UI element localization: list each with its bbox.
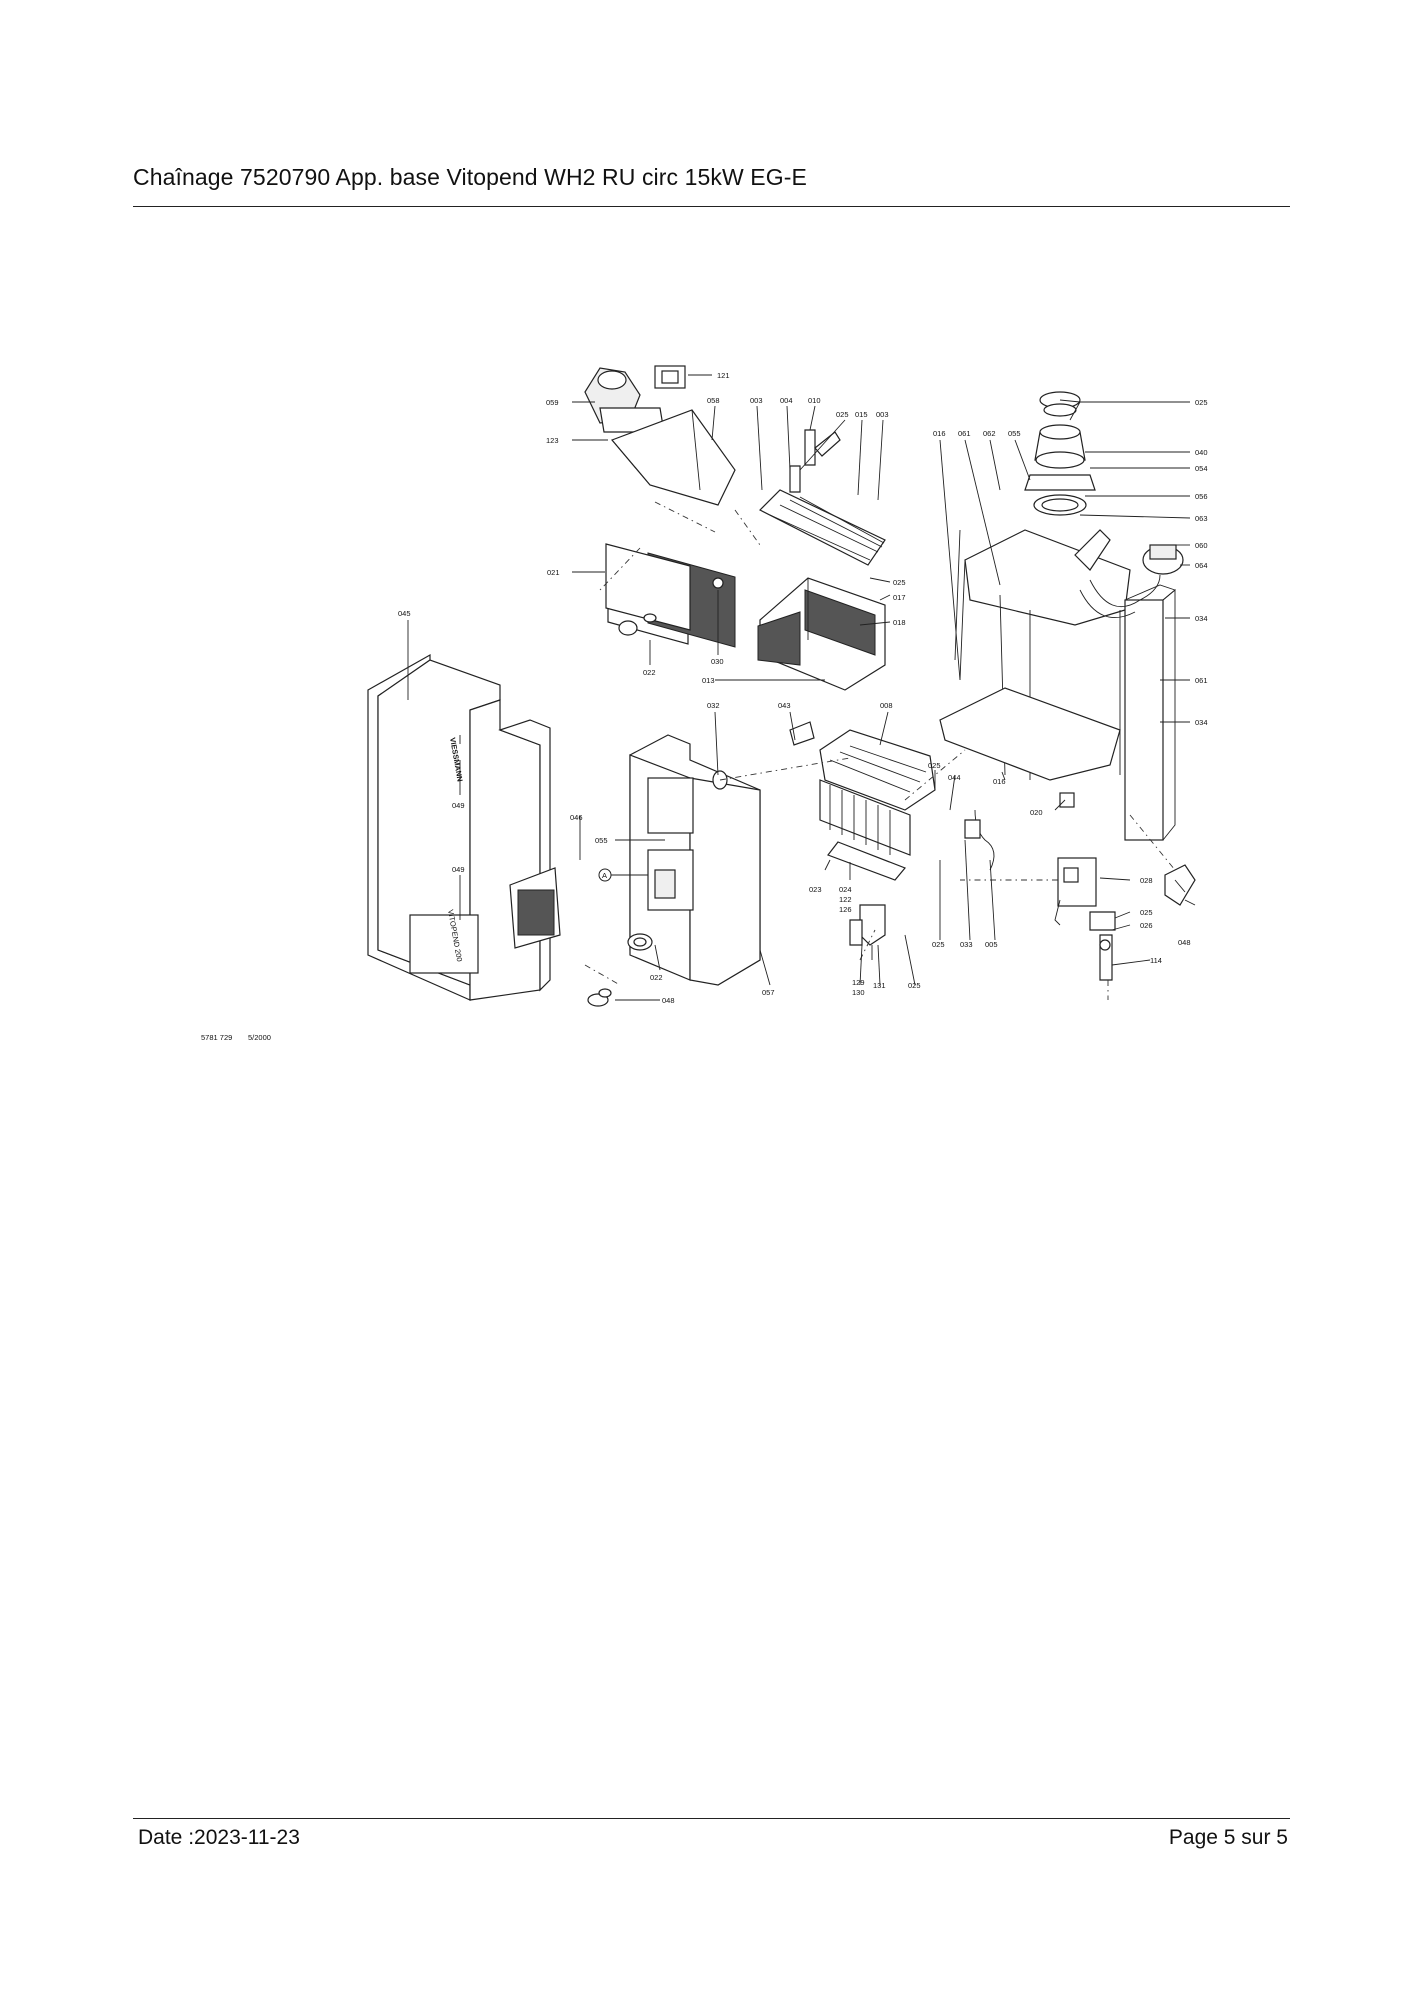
drawing-reference: 5781 729 (201, 1033, 232, 1042)
heat-exchanger (758, 429, 886, 566)
part-label: 061 (1195, 676, 1208, 685)
part-label: 022 (643, 668, 656, 677)
part-label: 054 (1195, 464, 1208, 473)
part-label: 034 (1195, 614, 1208, 623)
part-label: 017 (893, 593, 906, 602)
part-label: 048 (662, 996, 675, 1005)
part-label: 122 (839, 895, 852, 904)
footer-page-number: Page 5 sur 5 (1168, 1826, 1288, 1849)
part-label: 057 (762, 988, 775, 997)
leader-lines (407, 374, 1196, 1001)
part-label: 020 (1030, 808, 1043, 817)
insulation-panels (605, 543, 736, 648)
part-label: 048 (1178, 938, 1191, 947)
part-label: 043 (778, 701, 791, 710)
part-label: 056 (1195, 492, 1208, 501)
part-label: 131 (873, 981, 886, 990)
small-fittings (509, 721, 1075, 1007)
part-label: 013 (702, 676, 715, 685)
part-label: 003 (876, 410, 889, 419)
page-title: Chaînage 7520790 App. base Vitopend WH2 … (133, 164, 807, 190)
part-label: 058 (707, 396, 720, 405)
water-valve (849, 904, 886, 960)
part-label: 062 (983, 429, 996, 438)
part-label: 003 (750, 396, 763, 405)
part-label: 016 (993, 777, 1006, 786)
part-label: 123 (546, 436, 559, 445)
part-label: 130 (852, 988, 865, 997)
part-label: 061 (958, 429, 971, 438)
part-label: 126 (839, 905, 852, 914)
rear-frame (939, 529, 1176, 841)
header-rule (133, 206, 1290, 207)
part-label: 044 (948, 773, 961, 782)
part-label: 063 (1195, 514, 1208, 523)
gas-valve (1054, 857, 1116, 981)
gasket-stack (1024, 391, 1096, 516)
part-label: 023 (809, 885, 822, 894)
burner (819, 729, 936, 881)
callout-a: A (598, 868, 648, 882)
part-label: 005 (985, 940, 998, 949)
part-label: 064 (1195, 561, 1208, 570)
part-label: 055 (595, 836, 608, 845)
expansion-vessel (1074, 529, 1184, 619)
part-labels: 121 059 123 058 003 004 010 025 015 003 … (398, 371, 1208, 1005)
part-label: 045 (398, 609, 411, 618)
part-label: 015 (855, 410, 868, 419)
bracket-048 (1164, 864, 1196, 906)
assembly-axes (584, 501, 1176, 1000)
part-label: 024 (839, 885, 852, 894)
part-label: 028 (1140, 876, 1153, 885)
control-casing (629, 734, 761, 986)
part-label: 040 (1195, 448, 1208, 457)
part-label: 059 (546, 398, 559, 407)
part-label: 010 (808, 396, 821, 405)
part-label: 025 (1140, 908, 1153, 917)
part-label: 025 (893, 578, 906, 587)
combustion-chamber (757, 577, 886, 691)
part-label: 032 (707, 701, 720, 710)
part-label: 021 (547, 568, 560, 577)
hood (610, 409, 736, 506)
part-label: 129 (852, 978, 865, 987)
callout-letter: A (602, 871, 607, 880)
front-casing (367, 653, 551, 1001)
exploded-parts-diagram: 121 059 123 058 003 004 010 025 015 003 … (201, 365, 1208, 1042)
part-label: 055 (1008, 429, 1021, 438)
part-label: 026 (1140, 921, 1153, 930)
part-label: 008 (880, 701, 893, 710)
part-label: 060 (1195, 541, 1208, 550)
part-label: 025 (1195, 398, 1208, 407)
part-label: 016 (933, 429, 946, 438)
part-label: 018 (893, 618, 906, 627)
footer-date: Date :2023-11-23 (138, 1826, 300, 1849)
part-label: 025 (908, 981, 921, 990)
part-label: 022 (650, 973, 663, 982)
part-label: 049 (452, 865, 465, 874)
part-label: 025 (836, 410, 849, 419)
part-label: 049 (452, 801, 465, 810)
part-label: 025 (928, 761, 941, 770)
part-label: 030 (711, 657, 724, 666)
drawing-date: 5/2000 (248, 1033, 271, 1042)
part-label: 034 (1195, 718, 1208, 727)
part-label: 121 (717, 371, 730, 380)
footer-rule (133, 1818, 1290, 1819)
part-label: 046 (570, 813, 583, 822)
part-label: 033 (960, 940, 973, 949)
part-label: 114 (1150, 956, 1162, 965)
part-label: 004 (780, 396, 793, 405)
part-label: 025 (932, 940, 945, 949)
